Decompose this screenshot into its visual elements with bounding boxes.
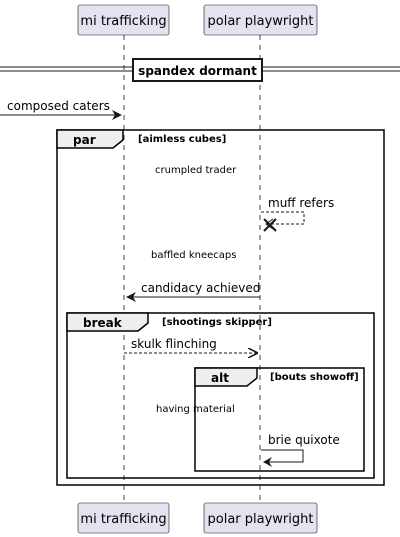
divider-spandex-dormant: spandex dormant [0,58,400,82]
destroy-x-icon [263,218,277,232]
message-composed-caters: composed caters [0,99,122,120]
message-label: skulk flinching [131,337,217,351]
divider-label: spandex dormant [138,64,257,78]
participant-label: mi trafficking [80,512,166,527]
message-candidacy-achieved: candidacy achieved [126,281,260,302]
participant-mi-trafficking-bottom: mi trafficking [77,502,170,534]
participant-polar-playwright-top: polar playwright [203,4,318,36]
frame-par: par [aimless cubes] [56,129,385,486]
frame-kind-label: alt [211,371,229,385]
frame-alt: alt [bouts showoff] [194,367,365,472]
participant-label: mi trafficking [80,14,166,29]
message-muff-refers: muff refers [261,196,334,232]
participant-label: polar playwright [208,14,314,29]
message-brie-quixote: brie quixote [261,433,340,467]
frame-condition: [aimless cubes] [138,134,226,145]
message-label: muff refers [268,196,334,210]
participant-label: polar playwright [208,512,314,527]
frame-condition: [bouts showoff] [270,372,359,383]
frame-condition: [shootings skipper] [162,317,272,328]
note-having-material: having material [156,404,235,415]
note-crumpled-trader: crumpled trader [155,165,237,176]
frame-kind-label: break [83,316,123,330]
participant-polar-playwright-bottom: polar playwright [203,502,318,534]
message-label: brie quixote [268,433,340,447]
frame-break: break [shootings skipper] [66,312,375,479]
message-skulk-flinching: skulk flinching [124,337,257,353]
message-label: candidacy achieved [141,281,260,295]
frame-kind-label: par [73,133,96,147]
participant-mi-trafficking-top: mi trafficking [77,4,170,36]
message-label: composed caters [7,99,110,113]
note-baffled-kneecaps: baffled kneecaps [151,250,236,261]
